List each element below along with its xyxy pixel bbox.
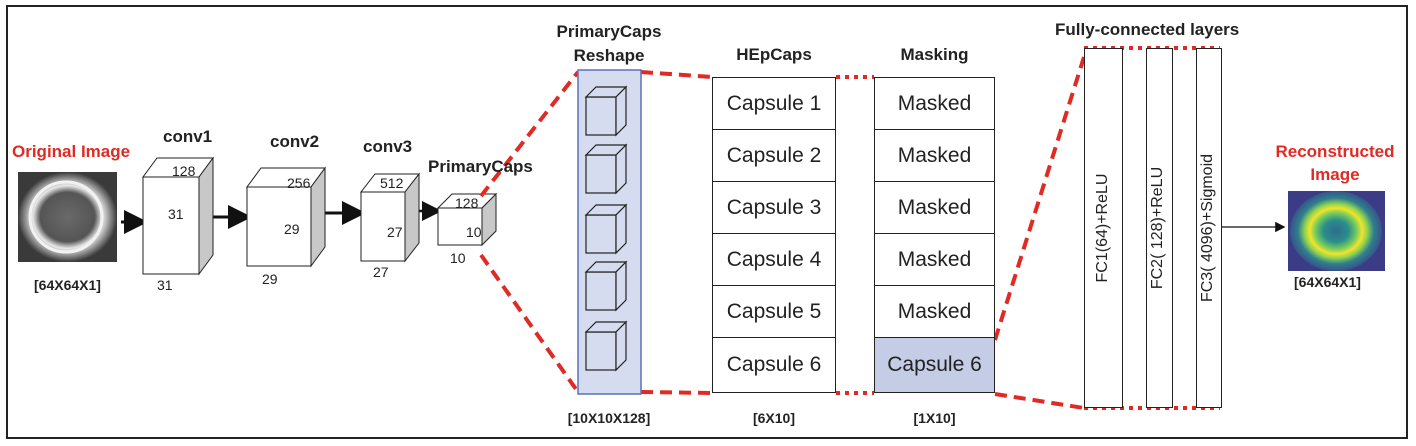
reconstructed-label-line2: Image (1310, 165, 1360, 184)
hepcaps-capsule-3: Capsule 3 (712, 181, 836, 235)
dotted-connectors (836, 46, 1220, 410)
reshape-cubes (584, 85, 628, 372)
conv1-block (142, 156, 214, 276)
conv2-title: conv2 (270, 132, 320, 151)
conv3-width: 27 (373, 264, 389, 280)
hepcaps-capsule-2: Capsule 2 (712, 129, 836, 183)
conv2-height: 29 (284, 221, 300, 237)
fc-title: Fully-connected layers (1055, 20, 1240, 39)
conv1-width: 31 (157, 277, 173, 293)
original-image (18, 172, 117, 262)
output-size-label: [64X64X1] (1294, 274, 1361, 290)
hepcaps-capsule-4: Capsule 4 (712, 233, 836, 287)
primarycaps-height: 10 (466, 224, 482, 240)
reconstructed-image (1288, 191, 1385, 271)
hepcaps-size-label: [6X10] (752, 410, 796, 426)
fc1-layer (1084, 48, 1123, 408)
masking-title: Masking (900, 45, 969, 64)
primarycaps-block (436, 192, 498, 247)
input-size-label: [64X64X1] (34, 277, 101, 293)
masking-row-3: Masked (874, 181, 995, 235)
primarycaps-title: PrimaryCaps (428, 157, 533, 176)
conv3-block (359, 172, 421, 263)
conv1-title: conv1 (163, 127, 213, 146)
conv1-height: 31 (168, 206, 184, 222)
fc3-label: FC3( 4096)+Sigmoid (1199, 153, 1216, 303)
reshape-size-label: [10X10X128] (567, 410, 651, 426)
expansion-lines (479, 56, 1086, 410)
masking-size-label: [1X10] (913, 410, 956, 426)
reconstructed-label-line1: Reconstructed (1275, 142, 1395, 161)
masking-row-5: Masked (874, 285, 995, 339)
hepcaps-capsule-1: Capsule 1 (712, 77, 836, 131)
conv3-height: 27 (387, 224, 403, 240)
primarycaps-depth: 128 (455, 195, 479, 211)
fc1-label: FC1(64)+ReLU (1094, 173, 1111, 283)
hepcaps-capsule-6: Capsule 6 (712, 337, 836, 393)
conv3-depth: 512 (380, 175, 404, 191)
original-image-label: Original Image (12, 142, 131, 161)
reshape-title-line2: Reshape (573, 46, 645, 65)
conv2-width: 29 (262, 271, 278, 287)
masking-row-4: Masked (874, 233, 995, 287)
hepcaps-title: HEpCaps (736, 45, 812, 64)
fc2-label: FC2( 128)+ReLU (1149, 166, 1166, 290)
conv3-title: conv3 (363, 137, 413, 156)
reshape-title-line1: PrimaryCaps (556, 22, 662, 41)
masking-row-6-selected: Capsule 6 (874, 337, 995, 393)
hepcaps-capsule-5: Capsule 5 (712, 285, 836, 339)
fc2-layer (1146, 48, 1173, 408)
primarycaps-width: 10 (450, 250, 466, 266)
conv1-depth: 128 (172, 163, 196, 179)
masking-row-2: Masked (874, 129, 995, 183)
conv2-block (246, 166, 326, 268)
masking-row-1: Masked (874, 77, 995, 131)
diagram-frame (6, 5, 1408, 439)
conv2-depth: 256 (287, 175, 311, 191)
fc3-layer (1196, 48, 1222, 408)
